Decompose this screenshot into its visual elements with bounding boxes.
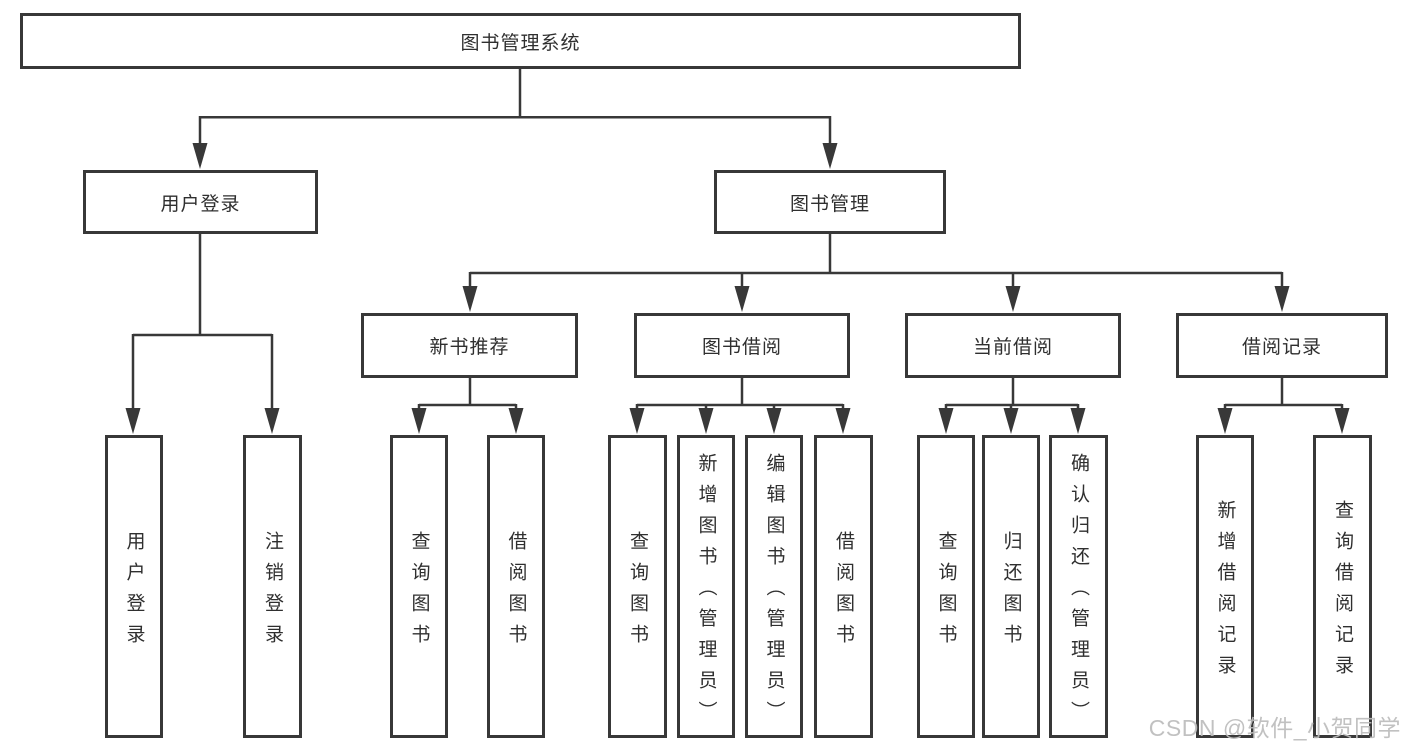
connector-book-management-to-level3 <box>462 234 1290 312</box>
connector-borrow-records-to-leaves <box>1217 378 1350 434</box>
node-current-borrowing-label: 当前借阅 <box>972 337 1053 358</box>
node-root: 图书管理系统 <box>20 13 1021 69</box>
leaf-current-confirm-return-admin: 确认归还（管理员） <box>1049 435 1108 738</box>
connector-root-to-level2 <box>192 69 838 169</box>
leaf-borrowing-borrow-books: 借阅图书 <box>814 435 873 738</box>
node-book-management: 图书管理 <box>714 170 946 234</box>
leaf-label: 注销登录 <box>262 530 283 655</box>
node-borrow-records: 借阅记录 <box>1176 313 1388 378</box>
leaf-user-login: 用户登录 <box>105 435 163 738</box>
leaf-recommend-borrow-books: 借阅图书 <box>487 435 545 738</box>
leaf-label: 查询借阅记录 <box>1332 499 1353 686</box>
connector-book-borrowing-to-leaves <box>629 378 851 434</box>
node-user-login: 用户登录 <box>83 170 318 234</box>
leaf-borrowing-query-books: 查询图书 <box>608 435 667 738</box>
node-user-login-label: 用户登录 <box>160 193 241 215</box>
node-new-book-recommendation: 新书推荐 <box>361 313 578 378</box>
leaf-label: 确认归还（管理员） <box>1068 453 1089 732</box>
leaf-recommend-query-books: 查询图书 <box>390 435 448 738</box>
leaf-borrowing-add-books-admin: 新增图书（管理员） <box>677 435 735 738</box>
node-new-book-recommendation-label: 新书推荐 <box>429 337 510 358</box>
node-root-label: 图书管理系统 <box>460 32 581 54</box>
node-current-borrowing: 当前借阅 <box>905 313 1121 378</box>
connector-user-login-to-leaves <box>125 234 280 434</box>
leaf-label: 编辑图书（管理员） <box>763 453 785 732</box>
leaf-label: 用户登录 <box>123 530 145 655</box>
node-book-borrowing-label: 图书借阅 <box>701 337 782 358</box>
connector-current-borrowing-to-leaves <box>938 378 1086 434</box>
leaf-label: 借阅图书 <box>833 530 854 655</box>
leaf-current-query-books: 查询图书 <box>917 435 975 738</box>
leaf-label: 查询图书 <box>408 530 430 655</box>
leaf-records-add-borrow-record: 新增借阅记录 <box>1196 435 1254 738</box>
node-borrow-records-label: 借阅记录 <box>1241 337 1322 358</box>
leaf-borrowing-edit-books-admin: 编辑图书（管理员） <box>745 435 803 738</box>
leaf-label: 新增图书（管理员） <box>695 453 717 732</box>
leaf-records-query-borrow-record: 查询借阅记录 <box>1313 435 1372 738</box>
leaf-label: 借阅图书 <box>505 530 527 655</box>
node-book-management-label: 图书管理 <box>789 193 870 215</box>
leaf-label: 查询图书 <box>935 530 957 655</box>
leaf-label: 新增借阅记录 <box>1214 499 1236 686</box>
leaf-label: 归还图书 <box>1000 530 1022 655</box>
leaf-logout-login: 注销登录 <box>243 435 302 738</box>
connector-new-book-to-leaves <box>411 378 524 434</box>
node-book-borrowing: 图书借阅 <box>634 313 850 378</box>
leaf-current-return-books: 归还图书 <box>982 435 1040 738</box>
csdn-watermark: CSDN @软件_小贺同学 <box>1148 715 1401 741</box>
leaf-label: 查询图书 <box>627 530 648 655</box>
